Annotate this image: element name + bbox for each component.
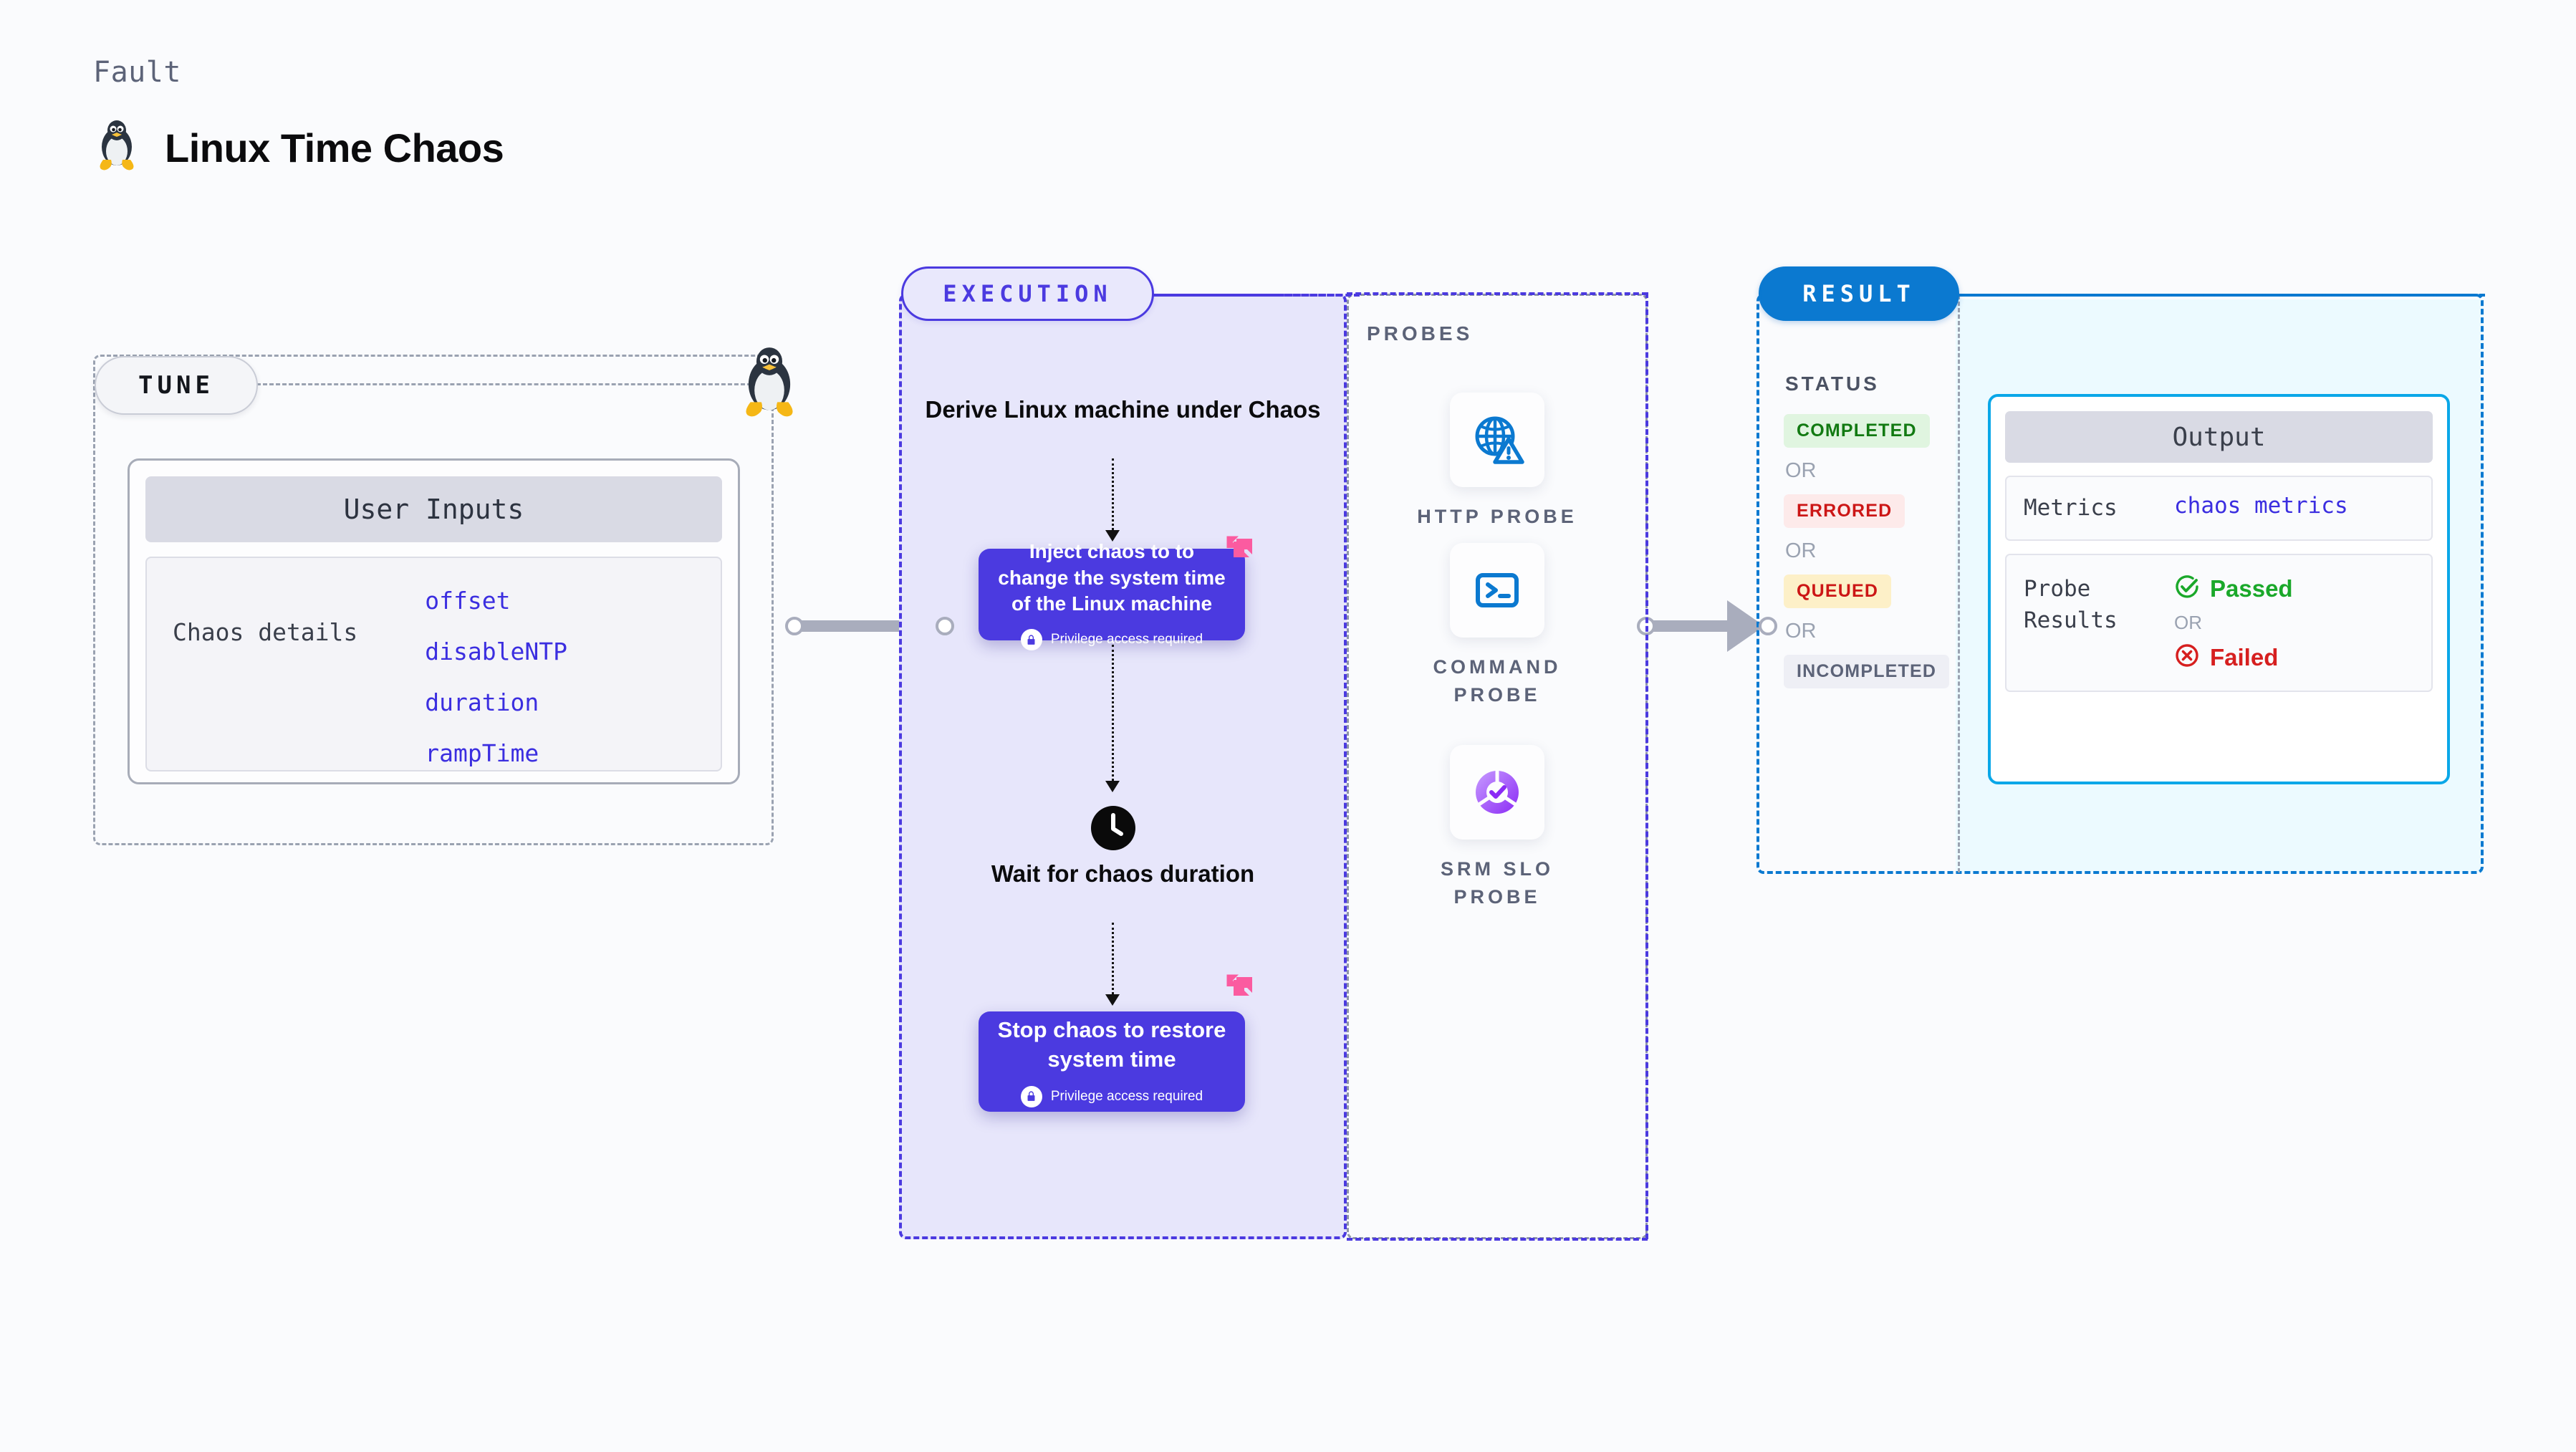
probe-item-command[interactable]: COMMAND PROBE (1404, 543, 1590, 709)
status-badge-completed: COMPLETED (1784, 414, 1930, 448)
flow-arrow-3 (1105, 994, 1120, 1006)
status-badge-errored: ERRORED (1784, 494, 1905, 528)
probe-result-passed-label: Passed (2210, 574, 2293, 602)
probe-result-or: OR (2174, 612, 2202, 634)
output-row-metrics: Metrics chaos metrics (2005, 476, 2433, 542)
output-card: Output Metrics chaos metrics Probe Resul… (1988, 394, 2450, 784)
privilege-note-text: Privilege access required (1050, 1088, 1203, 1104)
harness-logo-icon (1215, 974, 1254, 1013)
input-duration: duration (425, 688, 539, 716)
flow-arrow-2 (1105, 781, 1120, 792)
tune-connector-dash (256, 383, 758, 385)
privilege-note-text: Privilege access required (1050, 632, 1203, 648)
linux-penguin-icon (95, 118, 139, 178)
clock-icon (1091, 806, 1135, 850)
probe-label-srm-slo: SRM SLO PROBE (1440, 858, 1554, 908)
status-or-3: OR (1785, 620, 1817, 643)
privilege-note: Privilege access required (1020, 1085, 1203, 1107)
connector-end-dot (1759, 617, 1777, 635)
probe-result-failed-label: Failed (2210, 643, 2279, 670)
connector-bar (801, 620, 908, 632)
execution-step-stop-chaos[interactable]: Stop chaos to restore system time Privil… (979, 1011, 1245, 1112)
input-disablentp: disableNTP (425, 638, 567, 665)
status-or-2: OR (1785, 539, 1817, 562)
status-badge-queued: QUEUED (1784, 574, 1892, 608)
status-badge-incompleted: INCOMPLETED (1784, 655, 1950, 688)
x-circle-icon (2174, 643, 2200, 672)
page-title-row: Linux Time Chaos (95, 118, 504, 178)
stop-chaos-text: Stop chaos to restore system time (997, 1017, 1226, 1072)
input-offset: offset (425, 587, 511, 615)
output-value-metrics: chaos metrics (2174, 493, 2348, 519)
probe-label-http: HTTP PROBE (1417, 506, 1577, 527)
connector-end-dot (936, 617, 954, 635)
connector-probes-to-result (1637, 600, 1777, 652)
result-pill[interactable]: RESULT (1759, 266, 1959, 321)
user-inputs-header: User Inputs (145, 476, 722, 542)
execution-top-dash (1152, 294, 1360, 297)
output-row-probe-results: Probe Results Passed OR (2005, 554, 2433, 693)
probe-item-srm-slo[interactable]: SRM SLO PROBE (1404, 745, 1590, 911)
probe-item-http[interactable]: HTTP PROBE (1404, 393, 1590, 531)
probes-top-dash (1347, 292, 1648, 295)
lock-icon (1020, 1085, 1042, 1107)
result-inner-divider (1958, 295, 1960, 872)
status-or-1: OR (1785, 459, 1817, 482)
flow-line-1 (1112, 458, 1114, 530)
result-top-dash (1958, 294, 2485, 297)
output-value-probe-results: Passed OR Failed (2174, 574, 2293, 672)
flow-line-2 (1112, 645, 1114, 781)
tune-pill[interactable]: TUNE (95, 356, 258, 415)
flow-line-3 (1112, 923, 1114, 994)
execution-step-derive-title: Derive Linux machine under Chaos (925, 396, 1321, 423)
page-title: Linux Time Chaos (165, 125, 504, 170)
output-key-metrics: Metrics (2024, 495, 2118, 521)
output-key-probe-results: Probe Results (2024, 576, 2118, 633)
srm-slo-donut-icon (1450, 745, 1544, 840)
tune-section (93, 355, 774, 845)
connector-start-dot (785, 617, 804, 635)
execution-step-inject-chaos[interactable]: Inject chaos to to change the system tim… (979, 540, 1245, 651)
lock-icon (1020, 629, 1042, 651)
globe-warning-icon (1450, 393, 1544, 487)
probe-result-failed: Failed (2174, 643, 2293, 672)
harness-logo-icon (1215, 536, 1254, 574)
inject-chaos-text: Inject chaos to to change the system tim… (998, 539, 1226, 615)
page-kicker: Fault (93, 56, 181, 89)
probe-label-command: COMMAND PROBE (1433, 656, 1562, 706)
connector-bar (1653, 620, 1731, 632)
probe-result-passed: Passed (2174, 574, 2293, 603)
linux-penguin-icon (739, 344, 800, 423)
flow-arrow-1 (1105, 530, 1120, 542)
output-header: Output (2005, 411, 2433, 463)
chaos-details-body: Chaos details offset disableNTP duration… (145, 557, 722, 771)
status-label: STATUS (1785, 372, 1880, 395)
execution-step-wait-title: Wait for chaos duration (991, 860, 1255, 887)
chaos-details-key: Chaos details (173, 618, 358, 646)
check-circle-icon (2174, 574, 2200, 603)
terminal-icon (1450, 543, 1544, 638)
user-inputs-card: User Inputs Chaos details offset disable… (128, 458, 740, 784)
input-ramptime: rampTime (425, 739, 539, 767)
execution-pill[interactable]: EXECUTION (901, 266, 1154, 321)
probes-bottom-dash (1347, 1238, 1648, 1241)
status-list: COMPLETED OR ERRORED OR QUEUED OR INCOMP… (1784, 414, 1950, 688)
chaos-details-values: offset disableNTP duration rampTime (400, 587, 567, 770)
privilege-note: Privilege access required (1020, 629, 1203, 651)
probes-right-dash (1645, 292, 1648, 1239)
probes-label: PROBES (1367, 322, 1474, 345)
